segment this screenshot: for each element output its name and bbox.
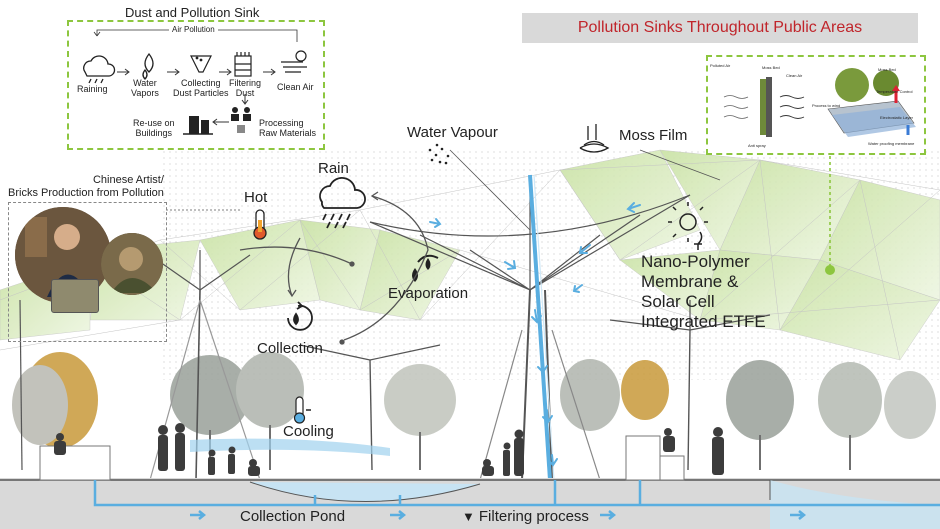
evaporation-label: Evaporation [388,285,469,302]
moss-label-moss-bed-2: Moss Bed [878,67,896,72]
raining-label: Raining [77,84,108,94]
processing-label: Processing Raw Materials [259,118,317,138]
wind-sun-icon [281,50,307,73]
filter-icon [234,52,252,77]
funnel-icon [190,55,212,73]
pond-water [190,438,390,456]
sink-panel-title: Dust and Pollution Sink [125,5,260,20]
filtering-process-text: Filtering process [478,508,589,525]
moss-label-waterproof: Water proofing membrane [868,141,915,146]
brick-sample [51,279,99,313]
moss-label-temperature: Temperature Control [876,89,913,94]
moss-label-clean-air: Clean Air [786,73,803,78]
page-title-banner: Pollution Sinks Throughout Public Areas [522,13,918,43]
cycle-drop-icon [287,301,313,331]
ground [0,435,940,529]
water-pipe [528,174,555,481]
filtering-process-label: ▼ Filtering process [462,508,589,525]
flow-arrows [429,202,641,467]
dust-sink-panel: Dust and Pollution Sink Air Pollution Ra… [67,5,325,150]
collection-pond-label: Collection Pond [240,508,346,525]
moss-label-anti-spray: Anti spray [748,143,766,148]
artist-panel [8,202,167,342]
cooling-thermometer-icon [293,396,311,424]
droplet-icon [142,52,154,80]
moss-detail-panel: Polluted Air Moss Bed Clean Air Moss Bed… [706,55,926,155]
sink-panel-graphics [83,29,307,135]
hot-label: Hot [244,189,268,206]
water-vapour-label: Water Vapour [407,124,498,141]
cooling-label: Cooling [283,423,334,440]
bricks-photo [101,233,163,295]
filter-funnel-icon: ▼ [462,509,475,524]
people [54,423,724,476]
reuse-label: Re-use on Buildings [133,118,175,138]
moss-label-wind: Process to wind [812,103,841,108]
cloud-rain-icon [319,177,366,229]
evaporation-icon [412,254,439,282]
leader-lines [166,149,831,270]
arrows [117,68,276,126]
buildings-icon [183,116,213,135]
cycle-arrows [239,191,429,345]
moss-label-polluted: Polluted Air [710,63,731,68]
moss-pointer-dot [825,265,835,275]
collection-label: Collection [257,340,323,357]
cloud-rain-icon [83,55,116,84]
filtering-label: Filtering Dust [229,78,262,98]
rain-label: Rain [318,160,349,177]
thermometer-icon [253,209,267,240]
collecting-label: Collecting Dust Particles [173,78,229,98]
workers-icon [231,107,251,133]
umbrella-structures [19,175,771,481]
water-vapors-label: Water Vapors [131,78,159,98]
artist-caption: Chinese Artist/ Bricks Production from P… [8,174,164,199]
underground-pipes [93,480,940,520]
moss-icon [579,124,610,153]
bricks-photo-graphic [101,233,163,295]
vapour-icon [428,143,450,165]
moss-label-moss-bed: Moss Bed [762,65,780,70]
air-pollution-label: Air Pollution [169,25,218,34]
trees [12,352,936,448]
sun-plug-icon [668,202,708,250]
nano-polymer-label: Nano-Polymer Membrane & Solar Cell Integ… [641,252,766,331]
moss-film-label: Moss Film [619,127,688,144]
moss-panel-graphics [723,68,916,137]
clean-air-label: Clean Air [277,82,314,92]
moss-label-electrostatic: Electrostatic Layer [880,115,913,120]
